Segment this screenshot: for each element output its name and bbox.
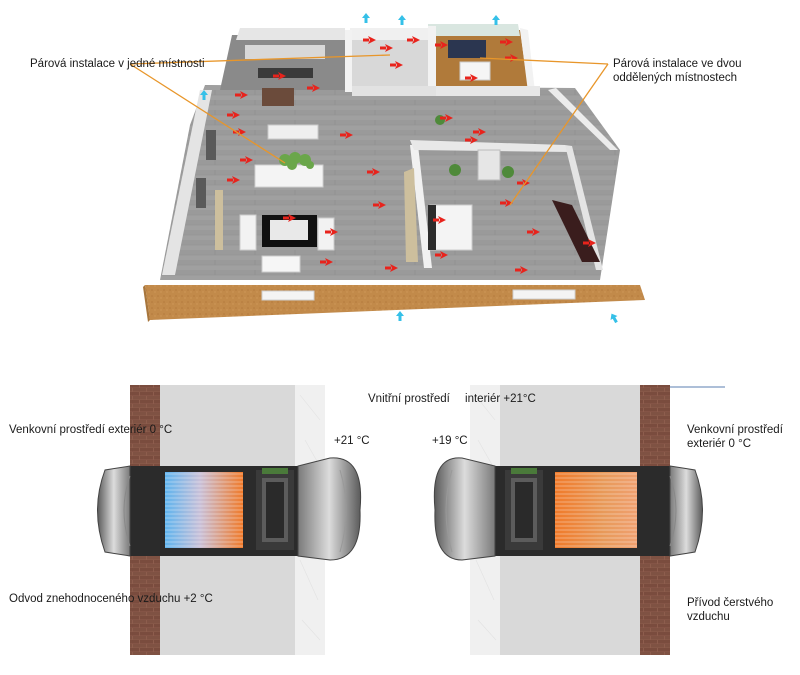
supply-unit-section: [433, 385, 725, 655]
label-outdoor-left: Venkovní prostředí exteriér 0 °C: [9, 423, 172, 437]
inner-grille: [433, 457, 496, 561]
label-single-room-install: Párová instalace v jedné místnosti: [30, 57, 205, 71]
window: [512, 289, 576, 300]
label-fresh-air-supply: Přívod čerstvého vzduchu: [687, 596, 800, 624]
label-line: Venkovní prostředí: [687, 424, 783, 436]
house-floor-plan: [129, 13, 645, 325]
label-line: ve dvou oddělených místnostech: [613, 58, 742, 84]
inner-grille: [297, 457, 362, 561]
label-exhaust-air: Odvod znehodnoceného vzduchu +2 °C: [9, 592, 213, 606]
label-line: Vnitřní prostředí: [368, 393, 450, 405]
label-line: vzduchu +2 °C: [137, 593, 213, 605]
outer-hood: [669, 465, 703, 557]
label-line: exteriér 0 °C: [108, 424, 173, 436]
leader-lines: [129, 54, 609, 206]
label-line: Venkovní prostředí: [9, 424, 105, 436]
window: [261, 290, 315, 301]
label-line: Párová instalace: [30, 58, 116, 70]
label-line: Párová instalace: [613, 58, 699, 70]
label-indoor-environment: Vnitřní prostředí interiér +21°C: [368, 392, 536, 406]
outer-hood: [97, 465, 131, 557]
label-line: znehodnoceného: [46, 593, 135, 605]
label-line: interiér +21°C: [465, 393, 536, 405]
label-temp-right: +19 °C: [432, 435, 468, 447]
label-outdoor-right: Venkovní prostředí exteriér 0 °C: [687, 423, 800, 451]
label-line: Odvod: [9, 593, 43, 605]
label-line: v jedné místnosti: [118, 58, 205, 70]
label-temp-left: +21 °C: [334, 435, 370, 447]
exhaust-unit-section: [97, 385, 362, 655]
label-line: exteriér 0 °C: [687, 438, 752, 450]
label-two-rooms-install: Párová instalace ve dvou oddělených míst…: [613, 57, 800, 85]
label-line: vzduchu: [687, 611, 730, 623]
label-line: Přívod čerstvého: [687, 597, 774, 609]
